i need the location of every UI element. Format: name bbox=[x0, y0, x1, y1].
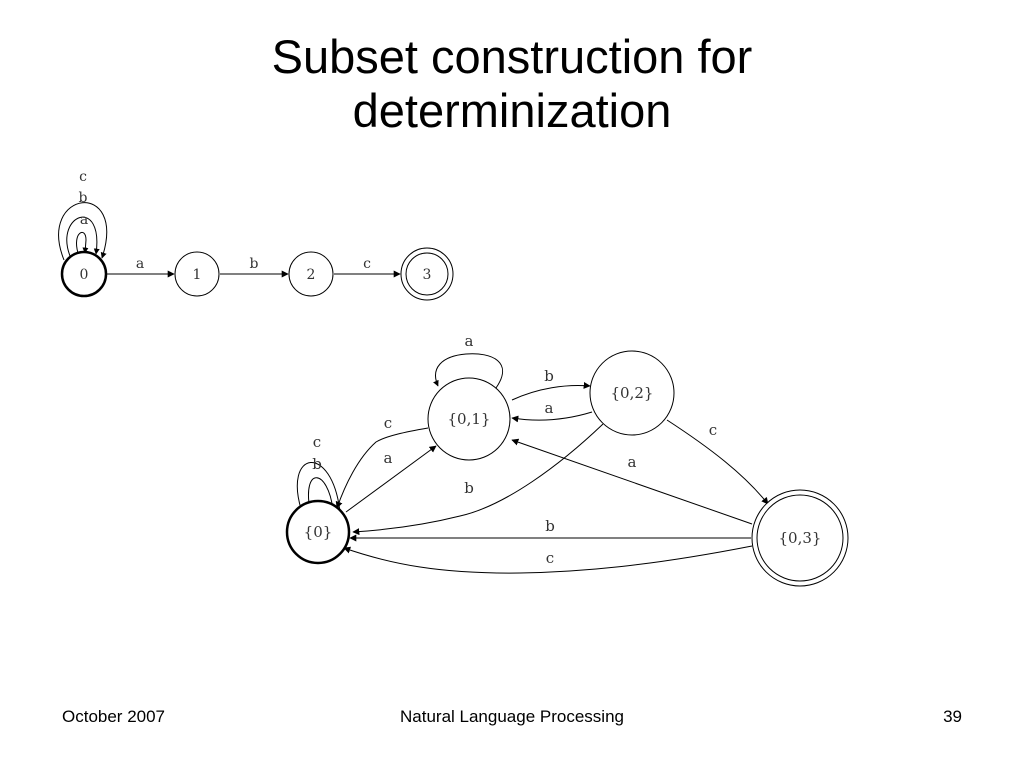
dfa-edge-0-01-a bbox=[345, 445, 437, 513]
nfa-state-2-label: 2 bbox=[307, 267, 316, 283]
slide-title-line-2: determinization bbox=[352, 84, 672, 137]
dfa-state-0 bbox=[285, 499, 351, 565]
dfa-edge-02-01-a-label: a bbox=[545, 399, 554, 417]
dfa-edge-02-0-b-label: b bbox=[464, 479, 474, 497]
nfa-edge-2-3-label: c bbox=[363, 256, 371, 272]
slide-title: Subset construction for determinization bbox=[0, 30, 1024, 138]
nfa-edge-1-2-label: b bbox=[250, 256, 259, 272]
nfa-state-3-label: 3 bbox=[423, 267, 432, 283]
nfa-state-2 bbox=[288, 251, 334, 297]
dfa-edge-01-01-a-label: a bbox=[465, 332, 474, 350]
dfa-edge-0-0-b-label: b bbox=[312, 455, 322, 473]
dfa-edge-0-0-c bbox=[296, 462, 341, 513]
dfa-state-01-label: {0,1} bbox=[448, 410, 491, 428]
dfa-state-0-label: {0} bbox=[304, 523, 333, 541]
dfa-diagram bbox=[285, 350, 849, 587]
nfa-state-0 bbox=[60, 250, 108, 298]
dfa-edge-02-03-c-label: c bbox=[709, 421, 717, 439]
nfa-edge-0-0-b bbox=[66, 216, 100, 257]
footer-page-number: 39 bbox=[943, 707, 962, 726]
dfa-edge-01-02-b-label: b bbox=[544, 367, 554, 385]
nfa-edge-0-0-c-label: c bbox=[79, 169, 87, 185]
nfa-state-1-label: 1 bbox=[193, 267, 202, 283]
dfa-edge-0-01-a-label: a bbox=[384, 449, 393, 467]
slide-title-line-1: Subset construction for bbox=[271, 30, 753, 83]
nfa-edge-0-0-a-label: a bbox=[80, 212, 88, 228]
dfa-state-03-label: {0,3} bbox=[779, 529, 822, 547]
nfa-state-0-label: 0 bbox=[80, 267, 89, 283]
nfa-labels: 0 1 2 3 c b a a b c bbox=[79, 169, 432, 283]
nfa-edge-0-0-a bbox=[76, 231, 89, 254]
dfa-edge-01-02-b bbox=[511, 381, 591, 401]
nfa-edge-0-0-b-label: b bbox=[79, 190, 88, 206]
dfa-edge-02-01-a bbox=[511, 411, 593, 423]
nfa-diagram bbox=[58, 202, 454, 301]
dfa-edge-0-0-c-label: c bbox=[313, 433, 321, 451]
dfa-labels: {0} {0,1} {0,2} {0,3} a b a c c b a b a … bbox=[304, 332, 822, 567]
footer-date: October 2007 bbox=[62, 707, 166, 726]
dfa-state-03 bbox=[756, 494, 844, 582]
dfa-edge-03-0-b-label: b bbox=[545, 517, 555, 535]
dfa-edge-02-03-c bbox=[666, 419, 769, 505]
dfa-edge-03-0-c-label: c bbox=[546, 549, 554, 567]
dfa-edge-03-01-a-label: a bbox=[628, 453, 637, 471]
dfa-edge-0-0-b bbox=[306, 477, 334, 511]
dfa-edge-01-01-a bbox=[433, 353, 503, 389]
nfa-state-3 bbox=[405, 252, 449, 296]
nfa-edge-0-1-label: a bbox=[136, 256, 144, 272]
nfa-edge-0-0-c bbox=[58, 202, 108, 261]
dfa-edge-03-0-c bbox=[343, 545, 753, 574]
dfa-state-01 bbox=[427, 377, 511, 461]
nfa-state-1 bbox=[174, 251, 220, 297]
dfa-edge-01-0-c bbox=[335, 427, 429, 509]
dfa-edge-01-0-c-label: c bbox=[384, 414, 392, 432]
dfa-edge-03-01-a bbox=[511, 438, 753, 525]
dfa-state-02 bbox=[589, 350, 675, 436]
dfa-state-02-label: {0,2} bbox=[611, 384, 654, 402]
footer-course: Natural Language Processing bbox=[400, 707, 624, 726]
dfa-edge-02-0-b bbox=[352, 423, 604, 536]
